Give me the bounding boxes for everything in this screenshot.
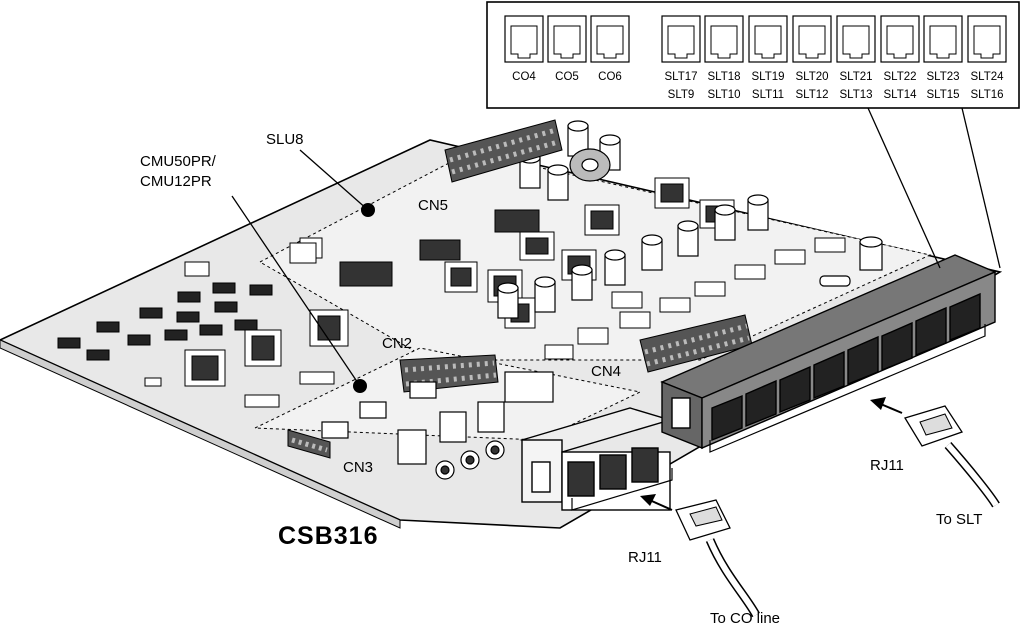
slt-rj11-plug: RJ11 To SLT <box>870 397 1000 528</box>
co-jack-icon <box>547 15 587 63</box>
slt-port-label-bottom: SLT13 <box>839 89 872 101</box>
header-cn3 <box>287 429 331 459</box>
slt-plug-destination: To SLT <box>936 511 982 528</box>
co-jack-icon <box>504 15 544 63</box>
slt-connector-block <box>660 254 997 450</box>
slt-port-label-top: SLT23 <box>926 71 959 83</box>
co-rj11-plug: RJ11 To CO line <box>628 494 780 626</box>
slt-port-label-top: SLT24 <box>970 71 1004 83</box>
slt-jack-icon <box>748 15 788 63</box>
slt-port-label-bottom: SLT15 <box>926 89 959 101</box>
slt-port-label-top: SLT17 <box>664 71 697 83</box>
slt-port-label-bottom: SLT12 <box>795 89 828 101</box>
co-port-label-co5: CO5 <box>555 71 579 83</box>
board-title: CSB316 <box>278 522 379 550</box>
capacitors <box>497 120 883 319</box>
inset-leader-lines <box>867 107 1001 269</box>
slt-jack-icon <box>661 15 701 63</box>
header-cn5 <box>444 119 563 183</box>
slt-port-label-top: SLT18 <box>707 71 740 83</box>
slt-port-label-bottom: SLT11 <box>752 89 784 101</box>
cn2-label: CN2 <box>382 335 412 352</box>
board-components-left <box>57 237 349 408</box>
cmu-components <box>321 371 554 480</box>
slt-jack-icon <box>880 15 920 63</box>
slt-jack-icon <box>792 15 832 63</box>
slt-jack-icon <box>967 15 1007 63</box>
co-connector-block <box>519 407 673 511</box>
co-plug-destination: To CO line <box>710 610 780 626</box>
cn3-label: CN3 <box>343 459 373 476</box>
slt-jack-icon <box>923 15 963 63</box>
slt-port-label-bottom: SLT10 <box>707 89 740 101</box>
slt-port-label-bottom: SLT9 <box>668 89 695 101</box>
cn4-label: CN4 <box>591 363 621 380</box>
slt-port-label-top: SLT21 <box>839 71 872 83</box>
slt-jack-icon <box>704 15 744 63</box>
co-jack-icons <box>504 15 630 63</box>
cmu-callout: CMU50PR/ CMU12PR <box>140 153 367 393</box>
co-port-label-co6: CO6 <box>598 71 622 83</box>
port-label-inset: CO4 CO5 CO6 SLT17 SLT18 SLT19 SLT20 SLT2… <box>486 1 1020 109</box>
cn5-label: CN5 <box>418 197 448 214</box>
bracket-lines <box>571 324 986 511</box>
slu8-label: SLU8 <box>266 131 304 148</box>
co-plug-type: RJ11 <box>628 549 662 566</box>
slt-port-label-bottom: SLT16 <box>970 89 1003 101</box>
co-port-label-co4: CO4 <box>512 71 536 83</box>
cmu-label-line2: CMU12PR <box>140 173 212 190</box>
cmu-label-line1: CMU50PR/ <box>140 153 217 170</box>
slt-jack-icons <box>661 15 1007 63</box>
co-jack-icon <box>590 15 630 63</box>
slt-port-label-top: SLT20 <box>795 71 828 83</box>
slt-port-label-top: SLT19 <box>751 71 784 83</box>
slt-port-label-top: SLT22 <box>883 71 916 83</box>
slt-port-label-bottom: SLT14 <box>883 89 917 101</box>
slt-jack-icon <box>836 15 876 63</box>
slt-plug-type: RJ11 <box>870 457 904 474</box>
slu8-callout: SLU8 <box>266 131 375 217</box>
